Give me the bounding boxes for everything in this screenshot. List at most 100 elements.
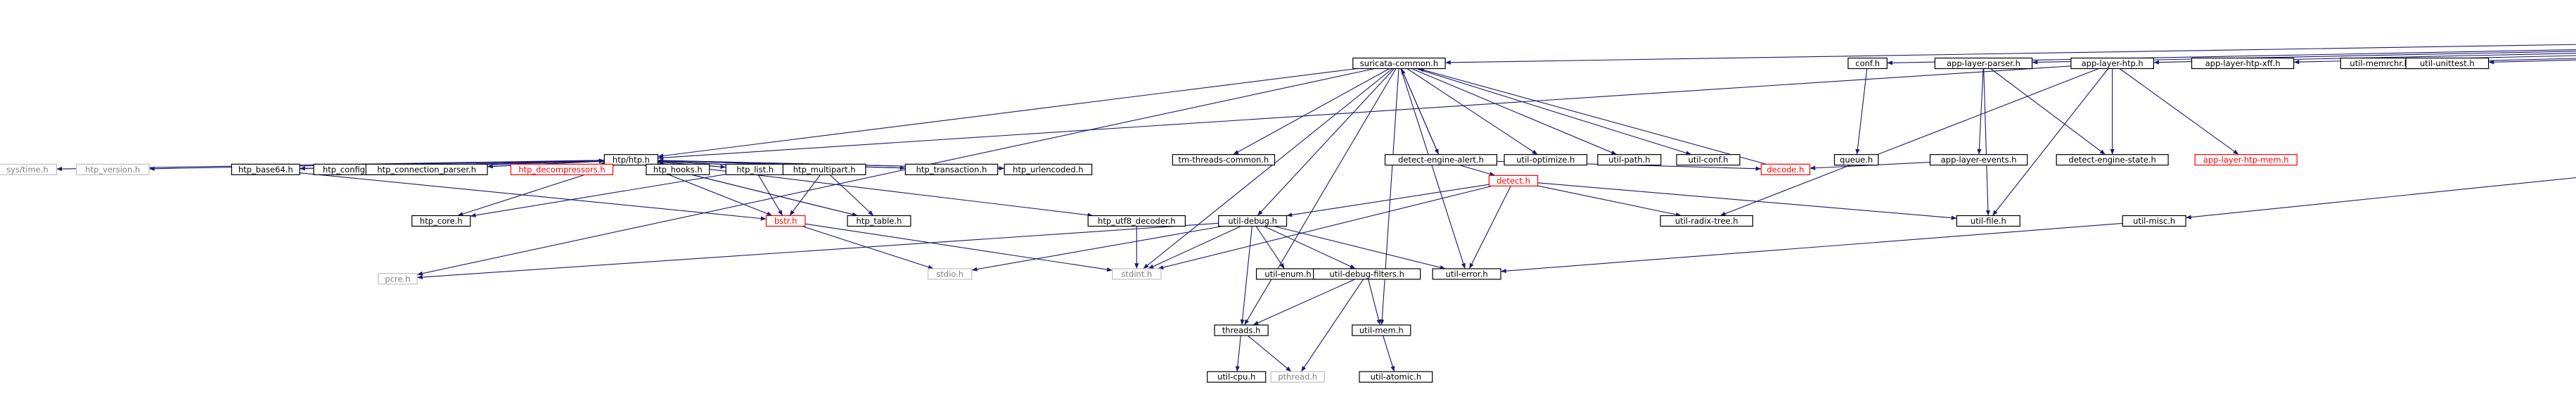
edge-detect-to-util_file — [1537, 182, 1957, 220]
node-label: htp/htp.h — [613, 155, 650, 165]
edge-app_layer_parser-to-util_file — [1983, 68, 1990, 216]
edge-util_debug-to-util_debug_filters — [1264, 226, 1356, 269]
node-app-layer-events[interactable]: app-layer-events.h — [1929, 154, 2028, 166]
edge-detect-to-util_error — [1468, 186, 1511, 269]
node-box — [1313, 268, 1421, 280]
include-edge — [1537, 182, 1957, 220]
node-box — [0, 163, 58, 175]
include-edge — [1887, 49, 2576, 65]
node-util-cpu[interactable]: util-cpu.h — [1207, 371, 1267, 383]
node-util-optimize[interactable]: util-optimize.h — [1504, 154, 1588, 166]
include-edge — [805, 223, 1113, 272]
edge-suricata_common-to-util_mem — [1380, 68, 1399, 325]
node-box — [75, 163, 150, 175]
node-app-layer-htp-xff[interactable]: app-layer-htp-xff.h — [2191, 57, 2295, 70]
node-conf[interactable]: conf.h — [1847, 57, 1888, 70]
node-box — [847, 215, 911, 227]
include-edge — [1401, 68, 1440, 155]
node-label: conf.h — [1855, 58, 1880, 68]
node-box — [1929, 154, 2028, 166]
node-util-mem[interactable]: util-mem.h — [1352, 324, 1411, 336]
node-suricata-common[interactable]: suricata-common.h — [1352, 57, 1446, 70]
node-util-conf[interactable]: util-conf.h — [1676, 154, 1741, 166]
edge-util_misc-to-util_error — [1500, 222, 2123, 274]
edge-util_debug_filters-to-threads — [1252, 279, 1356, 326]
node-tm-threads-common[interactable]: tm-threads-common.h — [1172, 154, 1276, 166]
node-util-debug-filters[interactable]: util-debug-filters.h — [1313, 268, 1421, 280]
edge-app_layer_htp-to-util_radix_tree — [1719, 68, 2099, 217]
node-util-enum[interactable]: util-enum.h — [1255, 268, 1321, 280]
node-bstr[interactable]: bstr.h — [765, 215, 806, 227]
node-htp-base64[interactable]: htp_base64.h — [231, 163, 300, 175]
node-threads[interactable]: threads.h — [1214, 324, 1269, 336]
include-edge — [829, 174, 874, 216]
node-util-path[interactable]: util-path.h — [1597, 154, 1662, 166]
include-edge — [1400, 68, 1466, 269]
node-box — [1218, 215, 1288, 227]
node-util-atomic[interactable]: util-atomic.h — [1359, 371, 1433, 383]
edge-bstr-to-stdint — [805, 223, 1113, 272]
node-util-file[interactable]: util-file.h — [1956, 215, 2020, 227]
node-stdio: stdio.h — [927, 268, 973, 280]
node-util-misc[interactable]: util-misc.h — [2122, 215, 2186, 227]
node-queue[interactable]: queue.h — [1833, 154, 1879, 166]
node-detect[interactable]: detect.h — [1488, 174, 1539, 186]
edge-app_layer_htp-to-util_file — [1992, 68, 2109, 216]
node-label: bstr.h — [774, 216, 797, 226]
node-box — [782, 163, 866, 175]
node-htp-transaction[interactable]: htp_transaction.h — [904, 163, 999, 175]
node-htp-list[interactable]: htp_list.h — [725, 163, 785, 175]
node-detect-engine-alert[interactable]: detect-engine-alert.h — [1384, 154, 1498, 166]
node-box — [378, 273, 418, 285]
node-detect-engine-state[interactable]: detect-engine-state.h — [2056, 154, 2169, 166]
node-htp-decompressors[interactable]: htp_decompressors.h — [510, 163, 614, 175]
node-util-radix-tree[interactable]: util-radix-tree.h — [1660, 215, 1753, 227]
node-label: pcre.h — [385, 274, 410, 284]
include-edge — [1990, 68, 2106, 155]
node-label: threads.h — [1222, 325, 1261, 335]
node-app-layer-htp[interactable]: app-layer-htp.h — [2070, 57, 2155, 70]
node-htp-table[interactable]: htp_table.h — [847, 215, 911, 227]
node-box — [411, 215, 471, 227]
node-label: util-atomic.h — [1371, 372, 1422, 382]
include-edge — [2032, 51, 2576, 65]
edge-htp_multipart-to-bstr — [789, 174, 821, 216]
edge-detect-to-util_radix_tree — [1537, 185, 1681, 217]
node-label: app-layer-events.h — [1941, 155, 2017, 165]
edge-app_layer_htp-to-htp_htp — [658, 65, 2071, 160]
node-htp-version: htp_version.h — [75, 163, 150, 175]
node-htp-hooks[interactable]: htp_hooks.h — [646, 163, 710, 175]
node-decode[interactable]: decode.h — [1760, 163, 1811, 175]
node-htp-htp[interactable]: htp/htp.h — [603, 154, 659, 166]
edge-suricata_common-to-util_debug — [1257, 68, 1395, 216]
edge-root-to-suricata_common — [1445, 44, 2576, 65]
node-htp-utf8-decoder[interactable]: htp_utf8_decoder.h — [1087, 215, 1186, 227]
node-label: htp_connection_parser.h — [377, 165, 476, 174]
edge-suricata_common-to-tm_threads_common — [1233, 68, 1390, 155]
edge-suricata_common-to-stdint — [1143, 68, 1393, 269]
node-app-layer-parser[interactable]: app-layer-parser.h — [1934, 57, 2033, 70]
include-edge — [2119, 68, 2239, 155]
node-htp-connection-parser[interactable]: htp_connection_parser.h — [365, 163, 488, 175]
include-edge — [1459, 165, 1496, 177]
node-app-layer-htp-mem[interactable]: app-layer-htp-mem.h — [2194, 154, 2298, 166]
node-htp-config[interactable]: htp_config.h — [313, 163, 383, 175]
node-label: util-enum.h — [1264, 269, 1311, 279]
node-util-error[interactable]: util-error.h — [1432, 268, 1501, 280]
include-edge — [1855, 68, 1868, 155]
node-layer: src/app-layer-htp-xff.csuricata-common.h… — [0, 57, 2490, 383]
edge-root-to-app_layer_parser — [2032, 51, 2576, 65]
node-box — [2405, 57, 2490, 70]
node-box — [904, 163, 999, 175]
node-util-debug[interactable]: util-debug.h — [1218, 215, 1288, 227]
include-edge — [1300, 279, 1364, 372]
node-htp-core[interactable]: htp_core.h — [411, 215, 471, 227]
edge-threads-to-pthread — [1247, 335, 1292, 372]
node-htp-multipart[interactable]: htp_multipart.h — [782, 163, 866, 175]
node-htp-urlencoded[interactable]: htp_urlencoded.h — [1004, 163, 1093, 175]
node-box — [1172, 154, 1276, 166]
include-edge — [1383, 335, 1395, 372]
include-edge — [1274, 225, 1446, 270]
include-edge — [1445, 44, 2576, 65]
node-util-unittest[interactable]: util-unittest.h — [2405, 57, 2490, 70]
